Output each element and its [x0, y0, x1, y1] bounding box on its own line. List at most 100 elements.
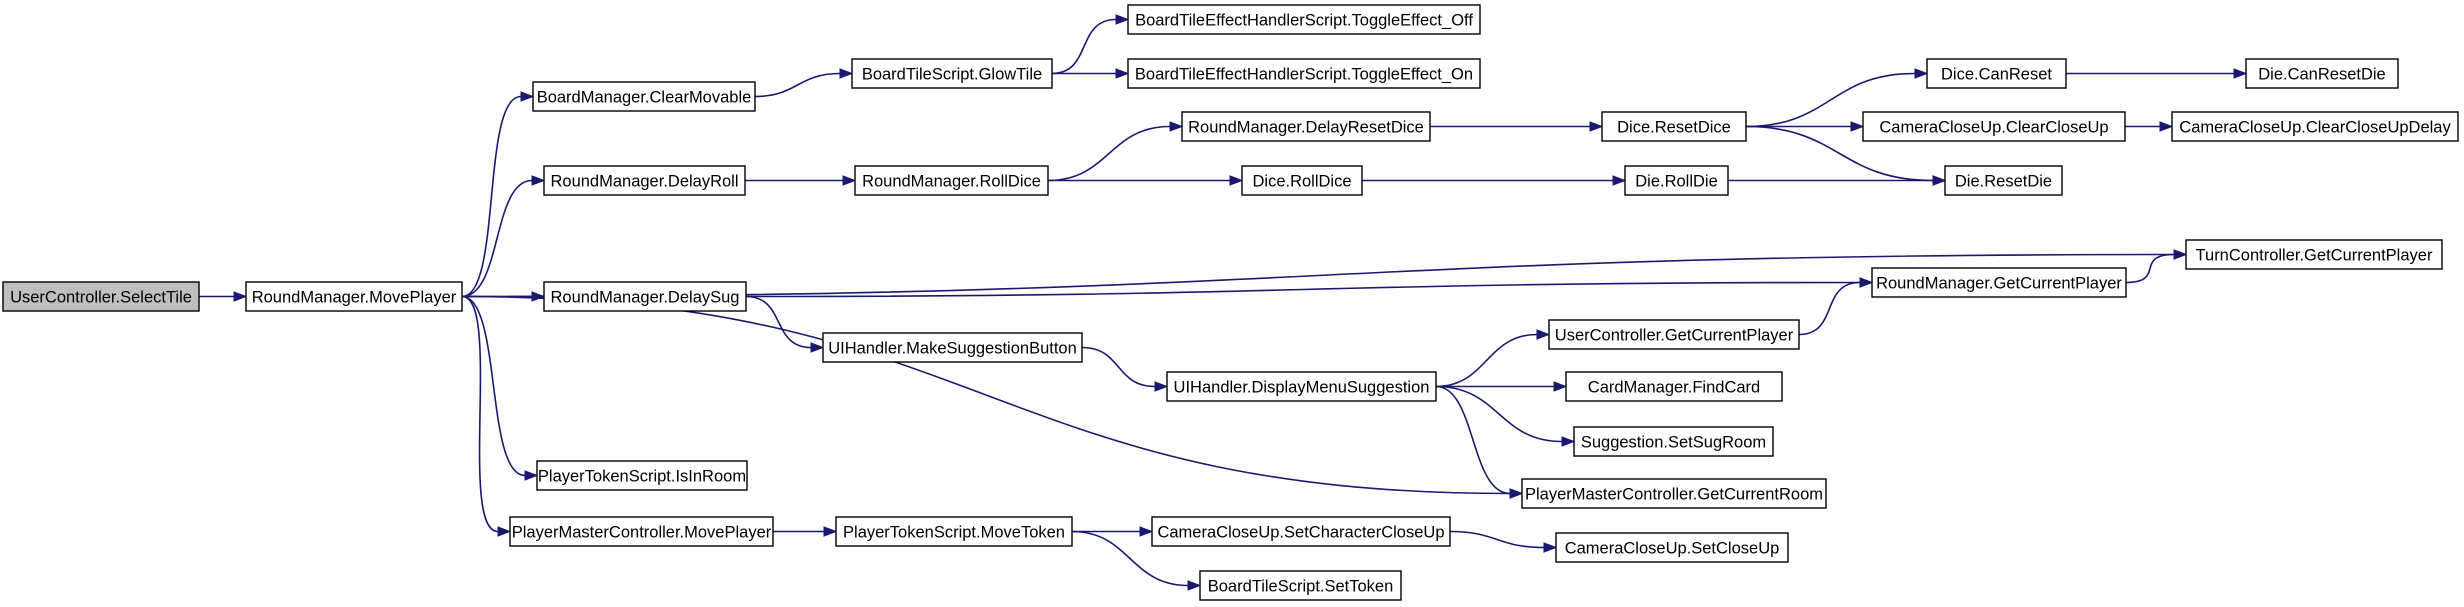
node-delayResetDice[interactable]: RoundManager.DelayResetDice [1181, 111, 1431, 142]
node-diceRollDice[interactable]: Dice.RollDice [1241, 165, 1363, 196]
edge-arrowhead [1850, 121, 1865, 132]
edge-movePlayerRM-to-pmcMovePlayer [461, 295, 499, 533]
node-diceResetDice[interactable]: Dice.ResetDice [1601, 111, 1747, 142]
node-displayMenuSuggestion[interactable]: UIHandler.DisplayMenuSuggestion [1166, 371, 1437, 402]
node-box [1871, 267, 2127, 298]
node-dieResetDie[interactable]: Die.ResetDie [1944, 165, 2063, 196]
node-box [835, 516, 1073, 547]
node-box [1521, 478, 1827, 509]
node-label: PlayerTokenScript.MoveToken [843, 524, 1065, 542]
node-box [1199, 570, 1402, 601]
node-pmcMovePlayer[interactable]: PlayerMasterController.MovePlayer [509, 516, 774, 547]
edge-movePlayerRM-to-isInRoom [461, 295, 526, 477]
node-label: RoundManager.DelayResetDice [1188, 119, 1424, 137]
edge-makeSuggestionButton-to-displayMenuSuggestion [1081, 346, 1156, 388]
node-label: BoardTileScript.SetToken [1208, 578, 1394, 596]
node-label: RoundManager.DelayRoll [550, 173, 738, 191]
edge-arrowhead [842, 175, 857, 186]
node-delaySug[interactable]: RoundManager.DelaySug [543, 281, 747, 312]
node-label: UserController.SelectTile [10, 289, 192, 307]
edge-rmRollDice-to-delayResetDice [1047, 125, 1171, 182]
node-label: CameraCloseUp.ClearCloseUp [1879, 119, 2108, 137]
node-ucGetCurrentPlayer[interactable]: UserController.GetCurrentPlayer [1548, 319, 1800, 350]
node-box [1565, 371, 1783, 402]
node-box [1548, 319, 1800, 350]
node-delayRoll[interactable]: RoundManager.DelayRoll [543, 165, 746, 196]
edge-arrowhead [531, 175, 546, 186]
node-label: Die.CanResetDie [2258, 66, 2385, 84]
edge-arrowhead [810, 342, 825, 353]
node-rmRollDice[interactable]: RoundManager.RollDice [854, 165, 1049, 196]
node-label: Dice.CanReset [1941, 66, 2052, 84]
edge-glowTile-to-toggleOff [1051, 18, 1117, 75]
edge-arrowhead [1589, 121, 1604, 132]
edge-arrowhead [2233, 68, 2248, 79]
edge-arrowhead [1154, 381, 1169, 392]
edge-setCharacterCloseUp-to-setCloseUp [1449, 530, 1545, 549]
node-box [1166, 371, 1437, 402]
node-box [1241, 165, 1363, 196]
node-box [2245, 58, 2399, 89]
node-label: PlayerTokenScript.IsInRoom [538, 468, 746, 486]
node-toggleOff[interactable]: BoardTileEffectHandlerScript.ToggleEffec… [1127, 4, 1481, 35]
node-box [509, 516, 774, 547]
node-label: BoardTileScript.GlowTile [862, 66, 1042, 84]
edge-arrowhead [520, 91, 535, 102]
node-label: Dice.ResetDice [1617, 119, 1731, 137]
node-dieCanResetDie[interactable]: Die.CanResetDie [2245, 58, 2399, 89]
edge-arrowhead [1169, 121, 1184, 132]
node-box [2185, 239, 2443, 270]
node-label: RoundManager.MovePlayer [252, 289, 457, 307]
node-label: Dice.RollDice [1252, 173, 1351, 191]
node-findCard[interactable]: CardManager.FindCard [1565, 371, 1783, 402]
edge-arrowhead [531, 291, 546, 302]
node-setToken[interactable]: BoardTileScript.SetToken [1199, 570, 1402, 601]
node-clearMovable[interactable]: BoardManager.ClearMovable [532, 81, 756, 112]
node-label: CameraCloseUp.ClearCloseUpDelay [2179, 119, 2451, 137]
node-label: CardManager.FindCard [1588, 379, 1760, 397]
edge-arrowhead [524, 470, 539, 481]
edge-arrowhead [1859, 277, 1874, 288]
node-toggleOn[interactable]: BoardTileEffectHandlerScript.ToggleEffec… [1127, 58, 1481, 89]
node-clearCloseUpDelay[interactable]: CameraCloseUp.ClearCloseUpDelay [2171, 111, 2459, 142]
node-label: TurnController.GetCurrentPlayer [2196, 247, 2433, 265]
node-setSugRoom[interactable]: Suggestion.SetSugRoom [1573, 426, 1774, 457]
node-label: BoardTileEffectHandlerScript.ToggleEffec… [1135, 12, 1473, 30]
node-isInRoom[interactable]: PlayerTokenScript.IsInRoom [536, 460, 748, 491]
node-label: PlayerMasterController.GetCurrentRoom [1525, 486, 1823, 504]
node-box [1601, 111, 1747, 142]
node-label: BoardTileEffectHandlerScript.ToggleEffec… [1135, 66, 1473, 84]
node-glowTile[interactable]: BoardTileScript.GlowTile [851, 58, 1053, 89]
edge-arrowhead [1509, 488, 1524, 499]
edge-arrowhead [1229, 175, 1244, 186]
edge-displayMenuSuggestion-to-ucGetCurrentPlayer [1435, 333, 1538, 388]
node-box [543, 165, 746, 196]
node-box [1555, 532, 1789, 563]
edge-arrowhead [497, 526, 512, 537]
node-box [1862, 111, 2126, 142]
node-dieRollDie[interactable]: Die.RollDie [1624, 165, 1729, 196]
node-box [1624, 165, 1729, 196]
node-box [851, 58, 1053, 89]
edge-arrowhead [823, 526, 838, 537]
node-diceCanReset[interactable]: Dice.CanReset [1926, 58, 2067, 89]
nodes-layer: UserController.SelectTile RoundManager.Mo… [2, 4, 2459, 601]
edge-delaySug-to-makeSuggestionButton [745, 295, 812, 349]
node-clearCloseUp[interactable]: CameraCloseUp.ClearCloseUp [1862, 111, 2126, 142]
node-getCurrentRoom[interactable]: PlayerMasterController.GetCurrentRoom [1521, 478, 1827, 509]
node-tcGetCurrentPlayer[interactable]: TurnController.GetCurrentPlayer [2185, 239, 2443, 270]
edge-diceResetDice-to-diceCanReset [1745, 72, 1916, 128]
edge-arrowhead [1932, 175, 1947, 186]
node-movePlayerRM[interactable]: RoundManager.MovePlayer [245, 281, 463, 312]
node-makeSuggestionButton[interactable]: UIHandler.MakeSuggestionButton [822, 332, 1083, 363]
edge-arrowhead [233, 291, 248, 302]
node-rmGetCurrentPlayer[interactable]: RoundManager.GetCurrentPlayer [1871, 267, 2127, 298]
node-box [2, 281, 200, 312]
node-moveToken[interactable]: PlayerTokenScript.MoveToken [835, 516, 1073, 547]
node-setCloseUp[interactable]: CameraCloseUp.SetCloseUp [1555, 532, 1789, 563]
node-box [1926, 58, 2067, 89]
node-setCharacterCloseUp[interactable]: CameraCloseUp.SetCharacterCloseUp [1151, 516, 1451, 547]
node-label: RoundManager.GetCurrentPlayer [1876, 275, 2122, 293]
node-selectTile[interactable]: UserController.SelectTile [2, 281, 200, 312]
